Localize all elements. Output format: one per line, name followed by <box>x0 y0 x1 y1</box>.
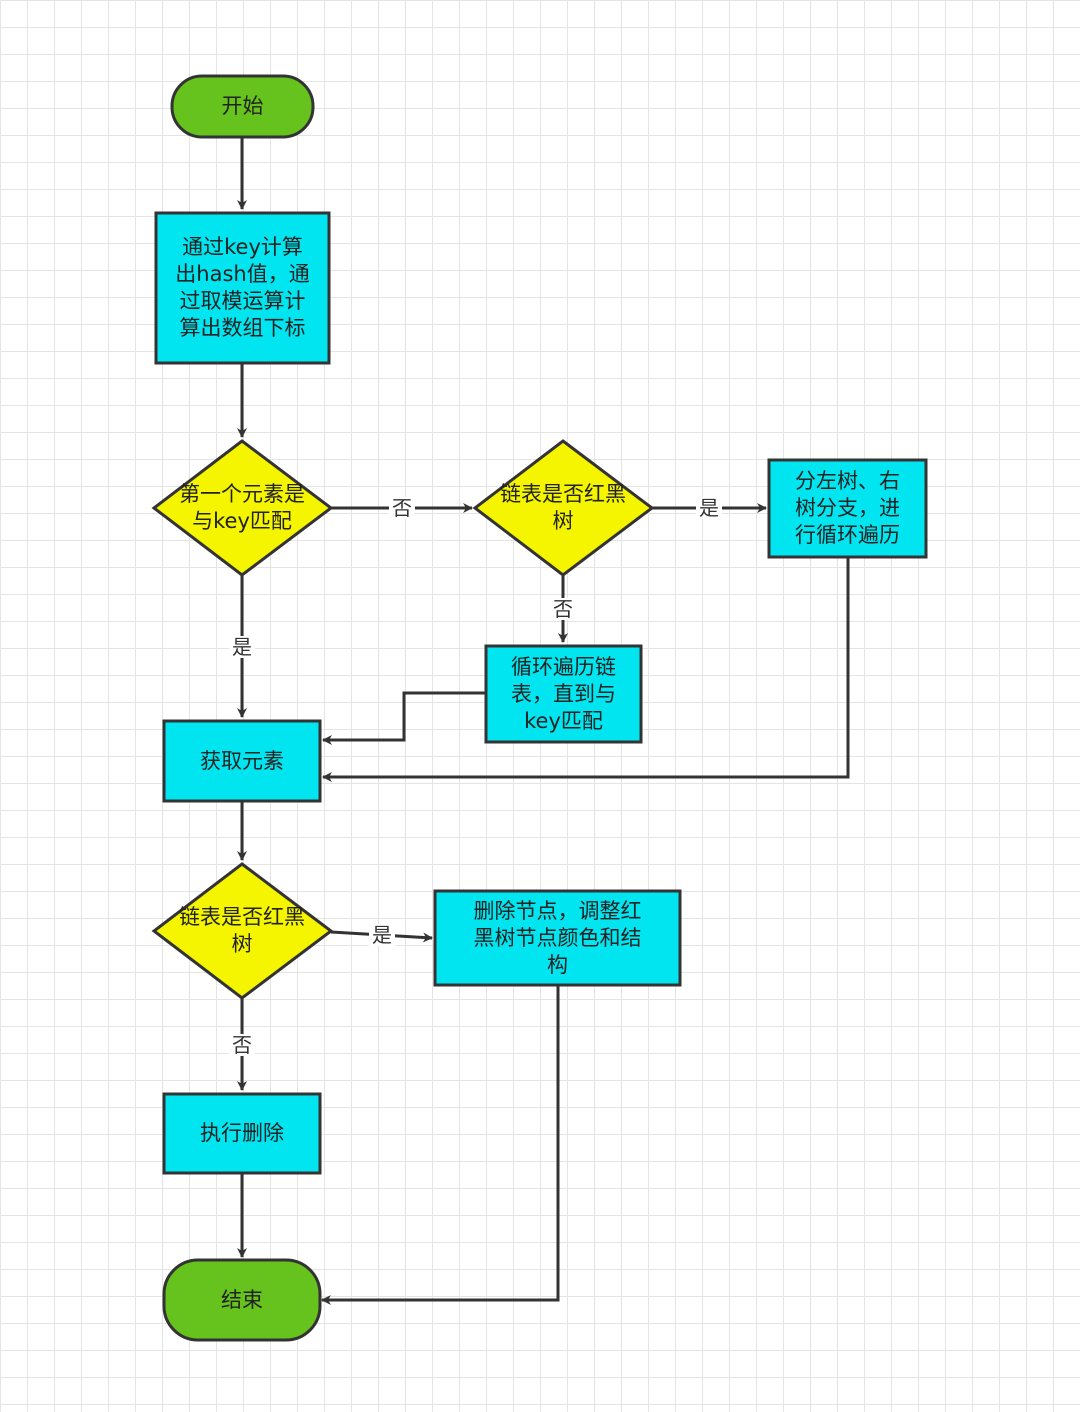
edge-label-rbtree1-no: 否 <box>550 598 576 620</box>
edge-label-rbtree1-yes: 是 <box>696 497 722 519</box>
delete-rebalance-box <box>433 889 682 987</box>
rbtree-check-1-diamond <box>472 439 655 577</box>
traverse-tree-label: 分左树、右 树分支，进 行循环遍历 <box>795 469 900 547</box>
end-terminator <box>162 1258 322 1342</box>
delete-rebalance-label: 删除节点，调整红 黑树节点颜色和结 构 <box>473 898 642 977</box>
execute-delete-label: 执行删除 <box>200 1121 284 1145</box>
edge-label-first-match-yes: 是 <box>229 636 255 658</box>
traverse-tree-box <box>767 458 928 559</box>
rbtree-check-2-diamond <box>151 862 334 1000</box>
rbtree-check-2-label: 链表是否红黑 树 <box>179 905 305 956</box>
compute-index-box <box>154 211 331 365</box>
end-label: 结束 <box>221 1287 263 1312</box>
edge-label-rbtree2-no: 否 <box>229 1034 255 1056</box>
traverse-list-box <box>484 644 643 744</box>
edge-tree-to-get <box>322 557 850 782</box>
execute-delete-box <box>162 1092 322 1175</box>
edge-rebalance-to-end <box>321 985 560 1305</box>
traverse-list-label: 循环遍历链 表，直到与 key匹配 <box>511 654 616 733</box>
get-element-box <box>162 719 322 803</box>
first-match-label: 第一个元素是 与key匹配 <box>179 482 305 533</box>
compute-index-label: 通过key计算 出hash值，通 过取模运算计 算出数组下标 <box>175 235 310 340</box>
first-match-diamond <box>151 439 334 577</box>
edge-label-rbtree2-yes: 是 <box>369 924 395 946</box>
edge-list-to-get <box>322 691 486 745</box>
start-label: 开始 <box>221 94 264 118</box>
edge-label-first-match-no: 否 <box>389 497 415 519</box>
get-element-label: 获取元素 <box>200 748 284 773</box>
rbtree-check-1-label: 链表是否红黑 树 <box>500 482 626 533</box>
start-terminator <box>170 74 315 139</box>
